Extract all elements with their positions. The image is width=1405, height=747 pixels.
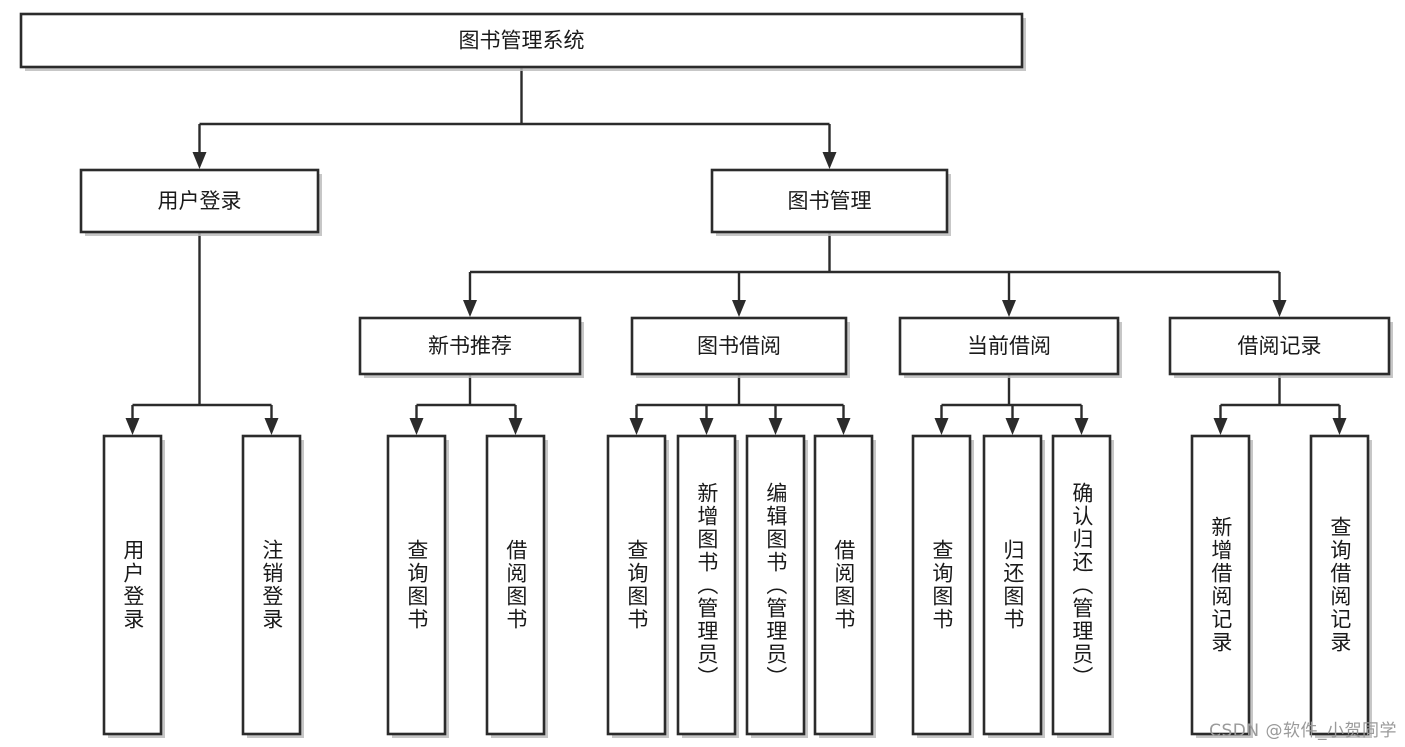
arrow-head-icon [1074, 418, 1089, 435]
node-leaf-6[interactable] [745, 434, 808, 738]
node-level1-0-label: 用户登录 [158, 189, 242, 213]
node-root[interactable] [19, 12, 1026, 71]
node-level2-0[interactable] [358, 316, 584, 378]
node-leaf-4[interactable] [606, 434, 669, 738]
node-leaf-3[interactable] [485, 434, 548, 738]
arrow-head-icon [934, 418, 949, 435]
arrow-head-icon [264, 418, 279, 435]
arrow-head-icon [699, 418, 714, 435]
connector-layer [125, 67, 1347, 435]
node-level2-1-label: 图书借阅 [697, 334, 781, 358]
arrow-head-icon [836, 418, 851, 435]
node-leaf-2[interactable] [386, 434, 449, 738]
node-leaf-10[interactable] [1051, 434, 1114, 738]
arrow-head-icon [125, 418, 140, 435]
arrow-head-icon [768, 418, 783, 435]
arrow-head-icon [192, 152, 207, 169]
node-level2-2-label: 当前借阅 [967, 334, 1051, 358]
arrow-head-icon [732, 300, 746, 317]
csdn-watermark: CSDN @软件_小贺同学 [1209, 721, 1397, 741]
arrow-head-icon [1332, 418, 1347, 435]
arrow-head-icon [409, 418, 424, 435]
node-leaf-8[interactable] [911, 434, 974, 738]
node-leaf-12[interactable] [1309, 434, 1372, 738]
node-level1-1[interactable] [710, 168, 951, 236]
arrow-head-icon [1272, 300, 1287, 317]
node-leaf-5[interactable] [676, 434, 739, 738]
node-root-label: 图书管理系统 [459, 29, 585, 53]
node-leaf-1[interactable] [241, 434, 304, 738]
arrow-head-icon [1005, 418, 1020, 435]
arrow-head-icon [1213, 418, 1228, 435]
arrow-head-icon [1002, 300, 1016, 317]
node-level2-1[interactable] [630, 316, 850, 378]
node-leaf-0[interactable] [102, 434, 165, 738]
node-level2-2[interactable] [898, 316, 1122, 378]
arrow-head-icon [508, 418, 523, 435]
node-level2-3-label: 借阅记录 [1238, 334, 1322, 358]
node-leaf-7[interactable] [813, 434, 876, 738]
node-level2-3[interactable] [1168, 316, 1393, 378]
node-level2-0-label: 新书推荐 [428, 334, 512, 358]
node-leaf-9[interactable] [982, 434, 1045, 738]
node-level1-0[interactable] [79, 168, 322, 236]
arrow-head-icon [629, 418, 644, 435]
arrow-head-icon [822, 152, 837, 169]
node-level1-1-label: 图书管理 [788, 189, 872, 213]
node-leaf-11[interactable] [1190, 434, 1253, 738]
arrow-head-icon [463, 300, 477, 317]
